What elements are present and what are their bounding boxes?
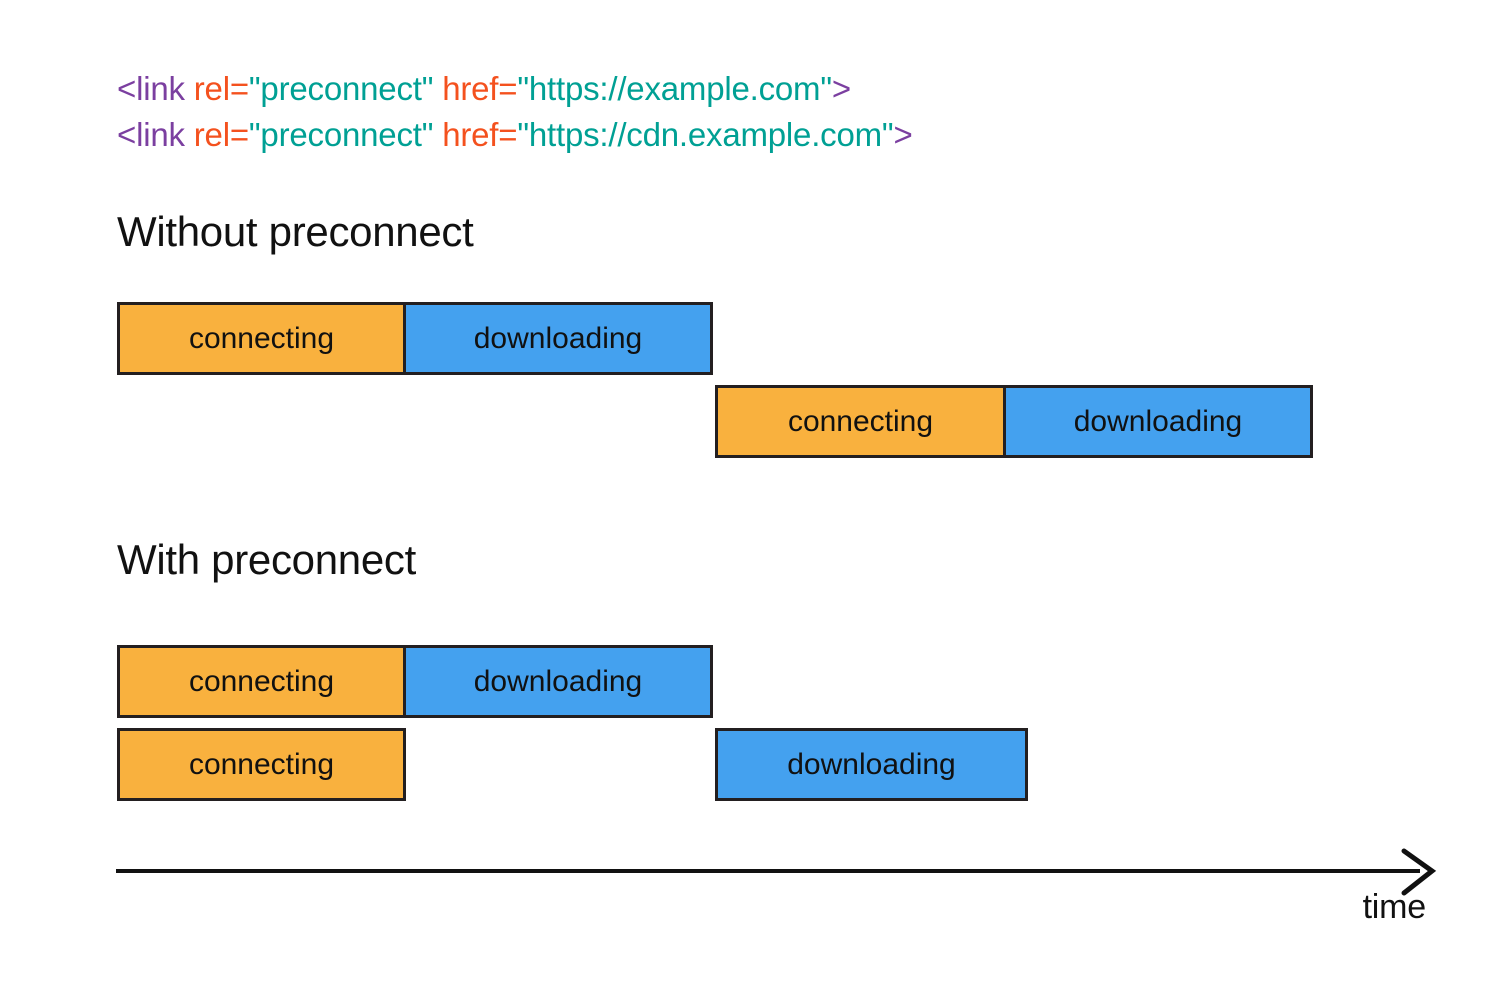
bar-segment-downloading[interactable]: downloading [403,645,713,718]
code-attribute-href: href= [433,70,518,107]
bar-segment-connecting[interactable]: connecting [117,302,406,375]
bar-segment-downloading[interactable]: downloading [715,728,1028,801]
bar-label-downloading: downloading [473,664,643,698]
bar-label-connecting: connecting [188,664,335,698]
section-heading-without-preconnect: Without preconnect [117,208,474,255]
code-attribute-href: href= [433,116,518,153]
code-value-href: "https://example.com" [517,70,832,107]
code-tag-close: > [893,116,913,153]
code-tag-open: <link [117,116,185,153]
time-axis-arrow [116,848,1437,896]
code-attribute-rel: rel= [184,70,249,107]
section-heading-with-preconnect: With preconnect [117,536,416,583]
bar-segment-downloading[interactable]: downloading [1003,385,1313,458]
code-attribute-rel: rel= [184,116,249,153]
bar-segment-connecting[interactable]: connecting [117,728,406,801]
code-line-1: <link rel="preconnect" href="https://exa… [117,66,913,112]
code-tag-close: > [831,70,851,107]
arrowhead-icon [1401,848,1437,896]
bar-segment-connecting[interactable]: connecting [715,385,1006,458]
bar-label-downloading: downloading [1073,404,1243,438]
bar-label-connecting: connecting [188,747,335,781]
bar-segment-connecting[interactable]: connecting [117,645,406,718]
code-value-rel: "preconnect" [248,116,434,153]
bar-label-downloading: downloading [787,747,956,781]
code-value-href: "https://cdn.example.com" [517,116,894,153]
bar-segment-downloading[interactable]: downloading [403,302,713,375]
time-axis-label: time [1362,888,1427,926]
bar-label-connecting: connecting [188,321,335,355]
code-tag-open: <link [117,70,185,107]
bar-label-downloading: downloading [473,321,643,355]
code-snippet: <link rel="preconnect" href="https://exa… [117,66,913,158]
code-value-rel: "preconnect" [248,70,434,107]
bar-label-connecting: connecting [787,404,934,438]
code-line-2: <link rel="preconnect" href="https://cdn… [117,112,913,158]
